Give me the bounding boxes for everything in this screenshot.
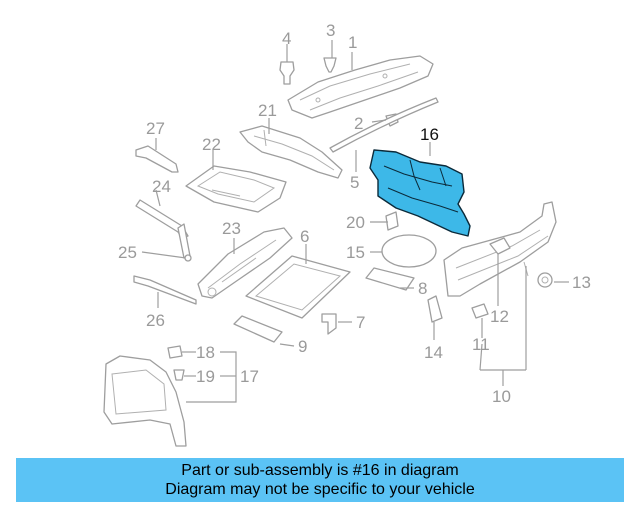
callout-7: 7 [356,313,365,332]
callout-22: 22 [202,135,221,154]
callout-4: 4 [282,29,291,48]
callout-labels: 1 3 4 21 2 27 22 5 24 20 23 6 15 25 13 8… [118,21,591,406]
info-banner: Part or sub-assembly is #16 in diagram D… [16,458,624,502]
part-6-floor-mat [245,255,351,319]
part-3-fastener [323,57,337,73]
part-27-tool [135,145,179,173]
callout-25: 25 [118,243,137,262]
part-12-clip [489,237,511,255]
part-24-lug-wrench [135,199,191,259]
callout-6: 6 [300,227,309,246]
callout-12: 12 [490,307,509,326]
part-5-trim-strip [329,97,439,153]
part-26-screwdriver [133,275,197,305]
banner-line-2: Diagram may not be specific to your vehi… [165,481,475,498]
part-1-package-tray [287,55,434,119]
part-17-side-trim [103,355,187,447]
callout-8: 8 [418,279,427,298]
callout-3: 3 [326,21,335,40]
callout-2: 2 [354,114,363,133]
callout-26: 26 [146,311,165,330]
part-14-bracket [427,295,443,323]
callout-18: 18 [196,343,215,362]
callout-13: 13 [572,273,591,292]
part-19-clip [173,369,185,381]
part-16-highlighted[interactable] [369,149,471,237]
callout-5: 5 [350,173,359,192]
part-22-tray [185,165,287,213]
part-21-panel [239,125,343,179]
part-4-clip [279,61,295,85]
leader-lines [155,40,569,403]
callout-19: 19 [196,367,215,386]
part-25-bolt [141,251,192,262]
banner-line-1: Part or sub-assembly is #16 in diagram [181,462,459,479]
parts-diagram: 1 3 4 21 2 27 22 5 24 20 23 6 15 25 13 8… [103,21,591,447]
part-15-round-cover [381,234,437,268]
part-20-clip [385,211,399,231]
part-8-panel [365,267,415,291]
callout-20: 20 [346,213,365,232]
callout-24: 24 [152,177,171,196]
part-18-clip [167,345,183,359]
callout-11: 11 [472,335,490,354]
part-23-jack [197,227,293,299]
part-9-lamp-cover [233,315,283,343]
callout-1: 1 [348,33,357,52]
callout-14: 14 [424,343,443,362]
callout-9: 9 [298,337,307,356]
callout-15: 15 [346,243,365,262]
callout-23: 23 [222,219,241,238]
callout-16-highlighted: 16 [420,125,439,144]
callout-27: 27 [146,119,165,138]
callout-21: 21 [258,101,277,120]
callout-10: 10 [492,387,511,406]
part-13-grommet [537,272,553,288]
part-7-bracket [321,313,337,335]
callout-17: 17 [240,367,259,386]
part-11-clip [471,303,489,319]
